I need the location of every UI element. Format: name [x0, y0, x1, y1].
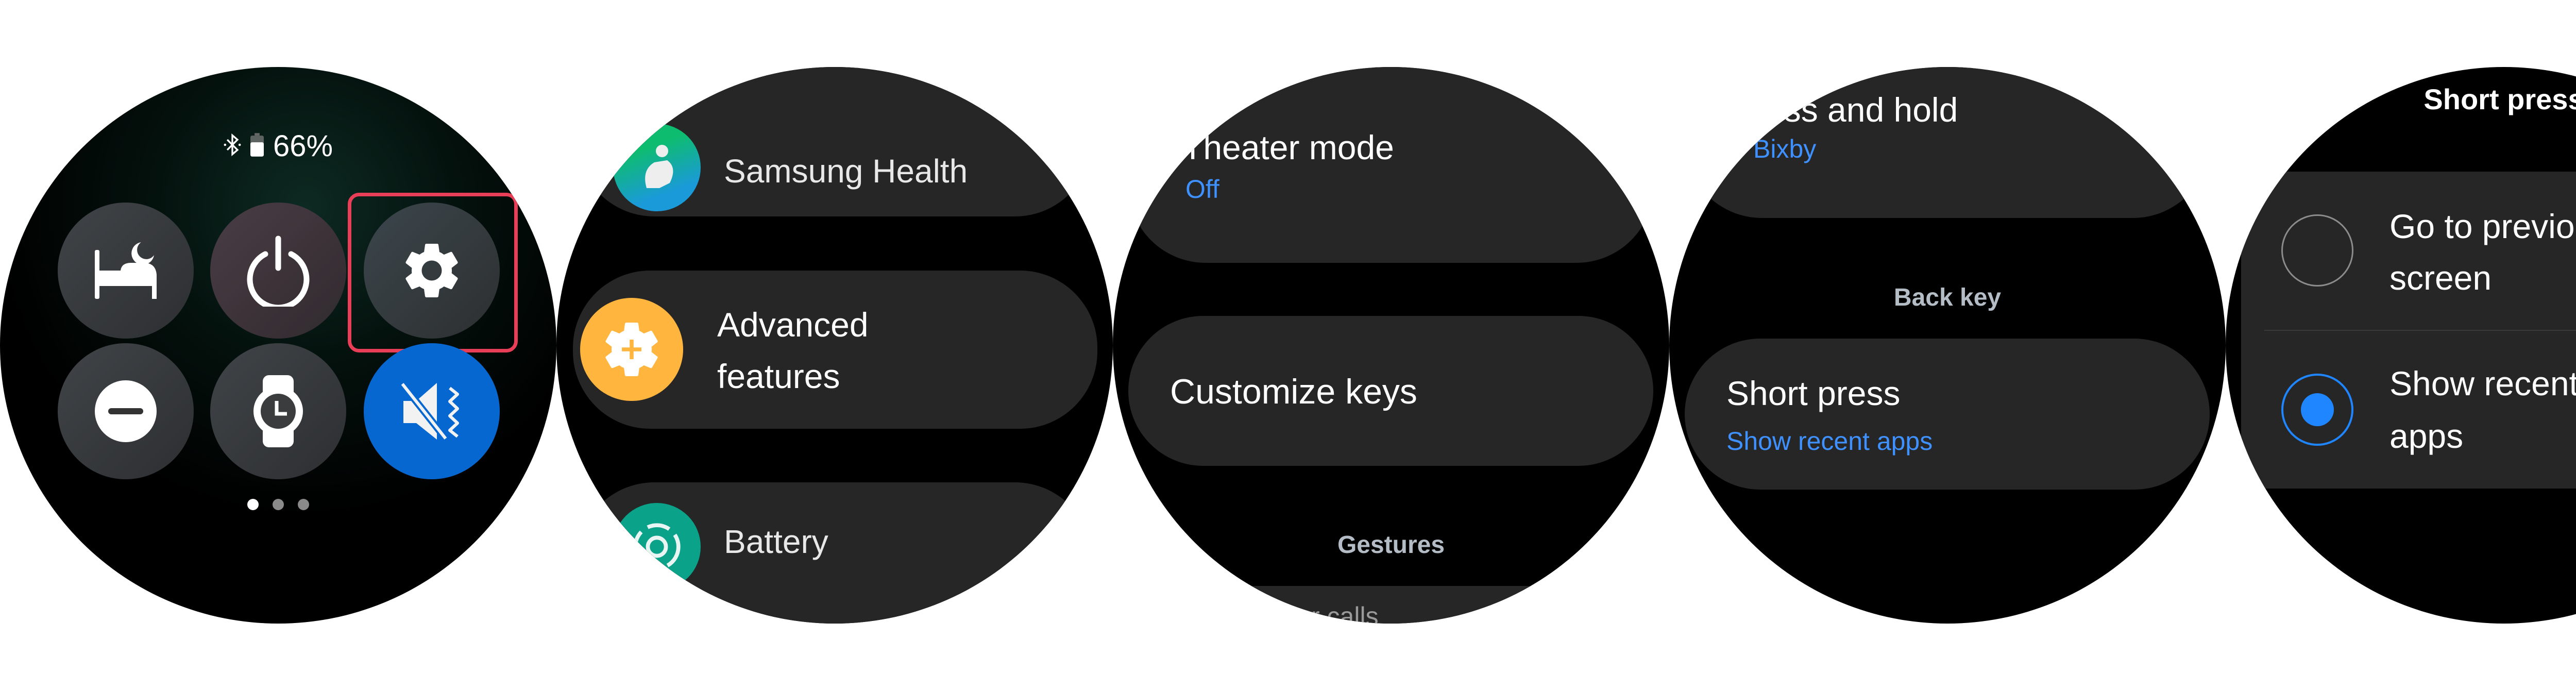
watch-customize-keys: Press and hold Bixby Back key Short pres… [1669, 67, 2226, 624]
short-press-value: Show recent apps [1726, 427, 1933, 456]
settings-item-advanced-features[interactable]: Advanced features [573, 271, 1097, 429]
power-button[interactable] [210, 203, 346, 339]
settings-button[interactable] [364, 203, 500, 339]
advanced-features-label-line1: Advanced [717, 306, 869, 344]
do-not-disturb-button[interactable] [58, 343, 194, 479]
battery-label: Battery [724, 523, 828, 560]
page-dot-3[interactable] [298, 499, 309, 510]
option-show-recent-apps-line1: Show recent [2389, 364, 2576, 402]
status-bar: 66% [0, 129, 556, 163]
power-icon [247, 236, 310, 307]
sound-mute-button[interactable] [364, 343, 500, 479]
watch-icon [253, 375, 303, 447]
calls-label-partial: r calls [1311, 602, 1379, 624]
item-calls-partial[interactable]: r calls [1113, 586, 1669, 624]
options-card: Go to previous screen Show recent apps [2241, 172, 2576, 489]
short-press-label: Short press [1726, 374, 1901, 412]
settings-item-battery[interactable]: Battery [577, 482, 1092, 624]
watch-only-button[interactable] [210, 343, 346, 479]
option-go-to-previous-line2: screen [2389, 259, 2492, 297]
section-header-gestures: Gestures [1337, 531, 1445, 559]
bluetooth-icon [224, 133, 241, 159]
samsung-health-icon [613, 124, 701, 211]
advanced-features-icon [580, 298, 683, 401]
gear-icon [405, 243, 458, 297]
item-customize-keys[interactable]: Customize keys [1128, 316, 1653, 466]
watch-quick-panel: 66% [0, 67, 556, 624]
settings-item-samsung-health[interactable]: Samsung Health [577, 67, 1092, 216]
advanced-features-label-line2: features [717, 357, 840, 395]
section-header-back-key: Back key [1893, 284, 2002, 311]
customize-keys-label: Customize keys [1170, 372, 1417, 411]
option-go-to-previous-line1: Go to previous [2389, 207, 2576, 245]
option-divider [2264, 330, 2576, 331]
watch-advanced-features: Theater mode Off Customize keys Gestures… [1113, 67, 1669, 624]
battery-settings-icon [613, 503, 701, 591]
screen-title: Short press [2424, 83, 2576, 115]
settings-highlight-box [348, 193, 518, 352]
mute-vibrate-icon [399, 381, 459, 441]
option-show-recent-apps-line2: apps [2389, 417, 2464, 455]
scrollbar-arc[interactable] [2226, 67, 2576, 624]
item-back-key-short-press[interactable]: Short press Show recent apps [1685, 339, 2210, 490]
bed-moon-icon [95, 242, 157, 299]
radio-go-to-previous[interactable] [2281, 214, 2353, 287]
samsung-health-label: Samsung Health [724, 153, 968, 190]
bedtime-mode-button[interactable] [58, 203, 194, 339]
item-press-and-hold[interactable]: Press and hold Bixby [1685, 67, 2210, 218]
page-dot-2[interactable] [273, 499, 284, 510]
watch-short-press-options: Short press Go to previous screen Show r… [2226, 67, 2576, 624]
page-dot-1[interactable] [247, 499, 259, 510]
press-and-hold-label: Press and hold [1731, 91, 1958, 129]
theater-mode-label: Theater mode [1182, 128, 1394, 166]
item-theater-mode[interactable]: Theater mode Off [1128, 67, 1654, 263]
press-and-hold-value: Bixby [1753, 135, 1817, 163]
theater-mode-value: Off [1185, 175, 1219, 204]
radio-show-recent-apps[interactable] [2281, 374, 2353, 446]
battery-icon [250, 133, 264, 159]
minus-circle-icon [95, 380, 157, 442]
watch-settings-list: Samsung Health Advanced features Battery [556, 67, 1113, 624]
battery-percent: 66% [273, 129, 333, 163]
